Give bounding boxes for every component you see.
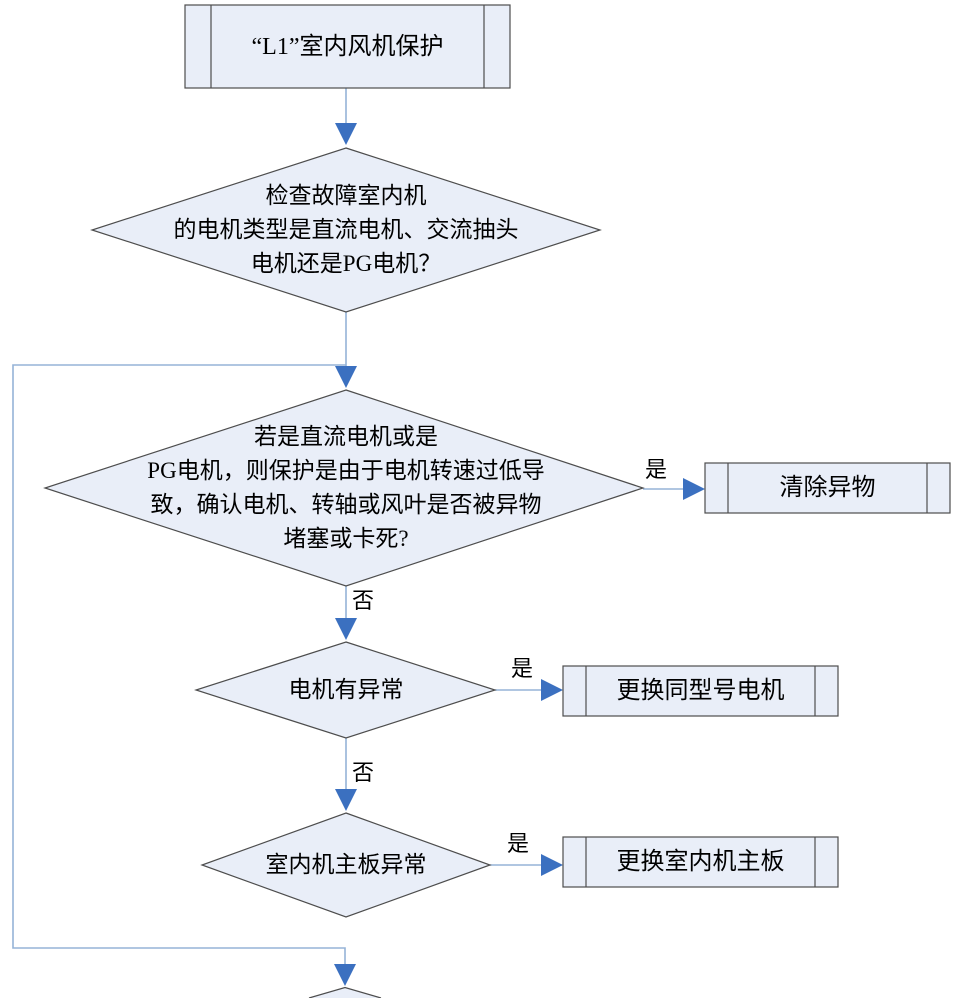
arrowhead-d2-d3 (335, 618, 357, 640)
node-d1-shape (90, 147, 602, 313)
arrowhead-d1-d2 (335, 366, 357, 388)
arrowhead-d3-p2 (541, 679, 563, 701)
node-p1-shape (704, 462, 951, 514)
node-d3-shape (194, 641, 497, 739)
arrowhead-start-d1 (335, 123, 357, 145)
node-p3-shape (562, 836, 839, 888)
arrowhead-d4-p3 (541, 854, 563, 876)
arrowhead-d3-d4 (335, 789, 357, 811)
node-d2-shape (43, 389, 645, 587)
edge-junction-offpage (12, 364, 346, 964)
node-start-shape (184, 4, 511, 89)
arrowhead-junction-offpage (334, 964, 356, 986)
node-d4-shape (200, 812, 492, 918)
node-offpage-shape (308, 986, 382, 998)
node-p2-shape (562, 665, 839, 717)
arrowhead-d2-p1 (683, 478, 705, 500)
